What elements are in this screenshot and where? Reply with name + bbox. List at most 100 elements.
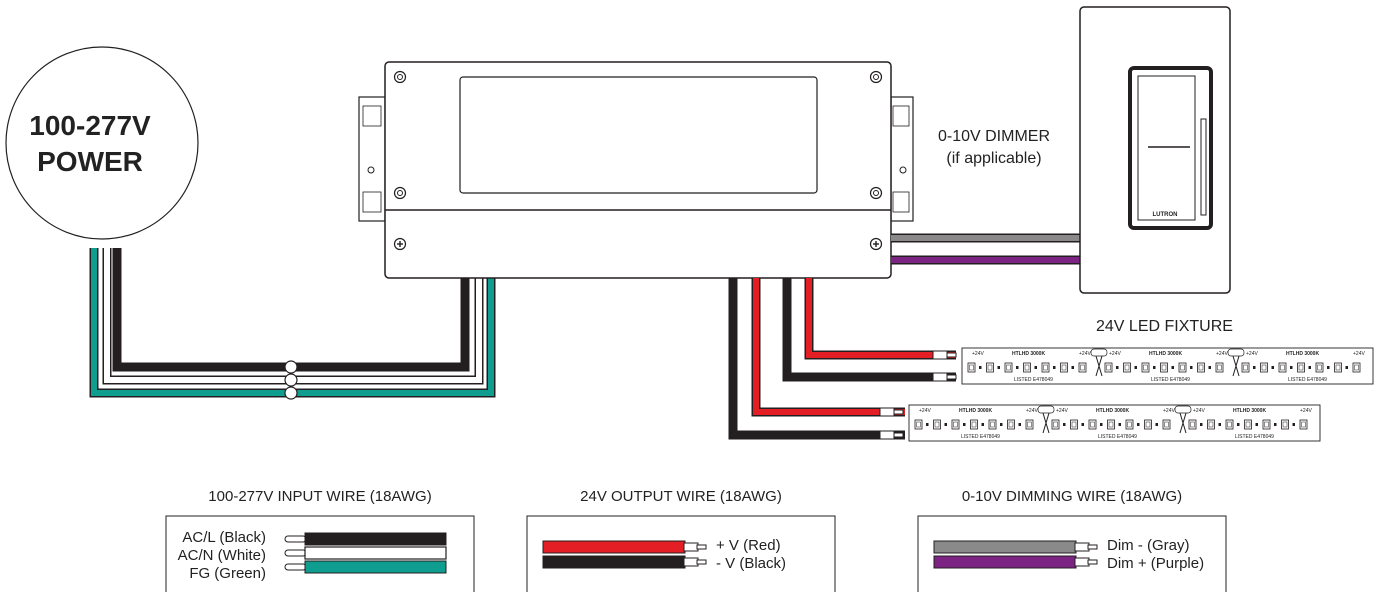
resistor <box>1153 366 1156 369</box>
led-chip-lens <box>990 421 995 428</box>
resistor <box>979 366 982 369</box>
led-chip-lens <box>1217 364 1222 371</box>
legend-input-row: FG (Green) <box>189 565 266 582</box>
resistor <box>1274 423 1277 426</box>
resistor <box>1100 423 1103 426</box>
led-chip-lens <box>1354 364 1359 371</box>
resistor <box>981 423 984 426</box>
led-driver <box>358 61 914 279</box>
legend-dimming-labels: Dim - (Gray) Dim + (Purple) <box>1107 537 1204 573</box>
strip-listed-label: LISTED E478049 <box>1288 377 1327 383</box>
led-chip-lens <box>1124 364 1130 371</box>
power-source-circle <box>5 46 199 240</box>
dimmer-switch: LUTRON <box>1079 6 1231 294</box>
resistor <box>1327 366 1330 369</box>
led-chip-lens <box>1280 364 1285 371</box>
led-chip-lens <box>1243 364 1248 371</box>
resistor <box>1255 423 1258 426</box>
led-chip-lens <box>1106 364 1111 371</box>
strip-plus-label: +24V <box>1353 351 1365 357</box>
strip-plus-label: +24V <box>1216 351 1228 357</box>
resistor <box>1116 366 1119 369</box>
legend-input-row: AC/L (Black) <box>182 529 266 546</box>
resistor <box>926 423 929 426</box>
legend-dimming-title: 0-10V DIMMING WIRE (18AWG) <box>961 488 1183 505</box>
led-chip-lens <box>1127 421 1132 428</box>
led-chip-lens <box>987 364 993 371</box>
cut-mark <box>1095 355 1103 377</box>
led-chip-lens <box>1143 364 1148 371</box>
led-chip-lens <box>969 364 974 371</box>
led-chip-lens <box>1145 421 1151 428</box>
led-chip-lens <box>1335 364 1341 371</box>
resistor <box>944 423 947 426</box>
led-chip-lens <box>1317 364 1322 371</box>
resistor <box>1237 423 1240 426</box>
strip-plus-label: +24V <box>1026 408 1038 414</box>
led-chip-lens <box>971 421 977 428</box>
resistor <box>963 423 966 426</box>
power-label: 100-277V POWER <box>0 108 180 180</box>
resistor <box>1018 423 1021 426</box>
led-strip-upper: +24V +24V HTLHD 3000K LISTED E478049 +24V +24… <box>961 347 1374 385</box>
resistor <box>1071 366 1074 369</box>
resistor <box>1053 366 1056 369</box>
resistor <box>1218 423 1221 426</box>
led-chip-lens <box>1261 364 1267 371</box>
strip-model-label: HTLHD 3000K <box>1012 351 1045 357</box>
led-chip-lens <box>1006 364 1011 371</box>
resistor <box>1171 366 1174 369</box>
strip-listed-label: LISTED E478049 <box>1098 434 1137 440</box>
led-chip-lens <box>1043 364 1048 371</box>
solder-pad <box>1090 348 1108 357</box>
led-chip-lens <box>1190 421 1195 428</box>
strip-plus-label: +24V <box>1079 351 1091 357</box>
strip-plus-label: +24V <box>1056 408 1068 414</box>
resistor <box>997 366 1000 369</box>
strip-model-label: HTLHD 3000K <box>1149 351 1182 357</box>
resistor <box>1190 366 1193 369</box>
solder-pad <box>1174 405 1192 414</box>
strip-plus-label: +24V <box>1246 351 1258 357</box>
led-chip-lens <box>1027 421 1032 428</box>
legend-output-box <box>526 515 836 592</box>
dimmer-paddle <box>1137 75 1196 221</box>
legend-input-title: 100-277V INPUT WIRE (18AWG) <box>208 488 432 505</box>
led-chip-lens <box>1245 421 1251 428</box>
resistor <box>1271 366 1274 369</box>
resistor <box>1200 423 1203 426</box>
led-chip-lens <box>1080 364 1085 371</box>
resistor <box>1292 423 1295 426</box>
legend-input-swatches <box>284 532 447 574</box>
legend-dimming-box <box>917 515 1227 592</box>
led-chip-lens <box>1198 364 1204 371</box>
led-chip-lens <box>1164 421 1169 428</box>
cut-mark <box>1042 412 1050 434</box>
dimmer-slider <box>1200 118 1207 216</box>
resistor <box>1063 423 1066 426</box>
legend-dimming-row: Dim - (Gray) <box>1107 537 1190 554</box>
led-chip-lens <box>1161 364 1167 371</box>
strip-listed-label: LISTED E478049 <box>1014 377 1053 383</box>
resistor <box>1081 423 1084 426</box>
dimmer-label: 0-10V DIMMER (if applicable) <box>914 126 1074 170</box>
strip-plus-label: +24V <box>919 408 931 414</box>
resistor <box>1000 423 1003 426</box>
legend-output-title: 24V OUTPUT WIRE (18AWG) <box>580 488 782 505</box>
led-chip-lens <box>953 421 958 428</box>
cut-mark <box>1232 355 1240 377</box>
power-label-line1: 100-277V <box>29 110 151 141</box>
resistor <box>1034 366 1037 369</box>
led-chip-lens <box>1090 421 1095 428</box>
led-chip-lens <box>1180 364 1185 371</box>
strip-plus-label: +24V <box>972 351 984 357</box>
strip-model-label: HTLHD 3000K <box>1233 408 1266 414</box>
led-chip-lens <box>1108 421 1114 428</box>
strip-plus-label: +24V <box>1109 351 1121 357</box>
led-chip-lens <box>1282 421 1288 428</box>
legend-output-row: + V (Red) <box>716 537 781 554</box>
led-chip-lens <box>1301 421 1306 428</box>
